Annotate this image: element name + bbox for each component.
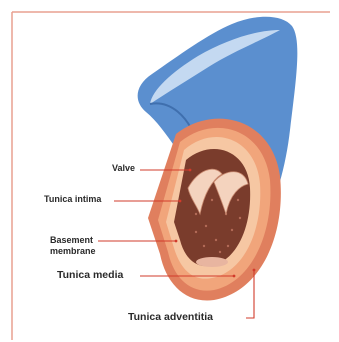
lumen-floor <box>196 257 228 267</box>
basement-membrane-label-line1: Basement <box>50 236 93 245</box>
valve-label: Valve <box>112 164 135 173</box>
tunica-media-label: Tunica media <box>57 270 123 281</box>
basement-membrane-label-line2: membrane <box>50 247 96 256</box>
tunica-intima-label: Tunica intima <box>44 195 101 204</box>
tunica-adventitia-label: Tunica adventitia <box>128 312 213 323</box>
